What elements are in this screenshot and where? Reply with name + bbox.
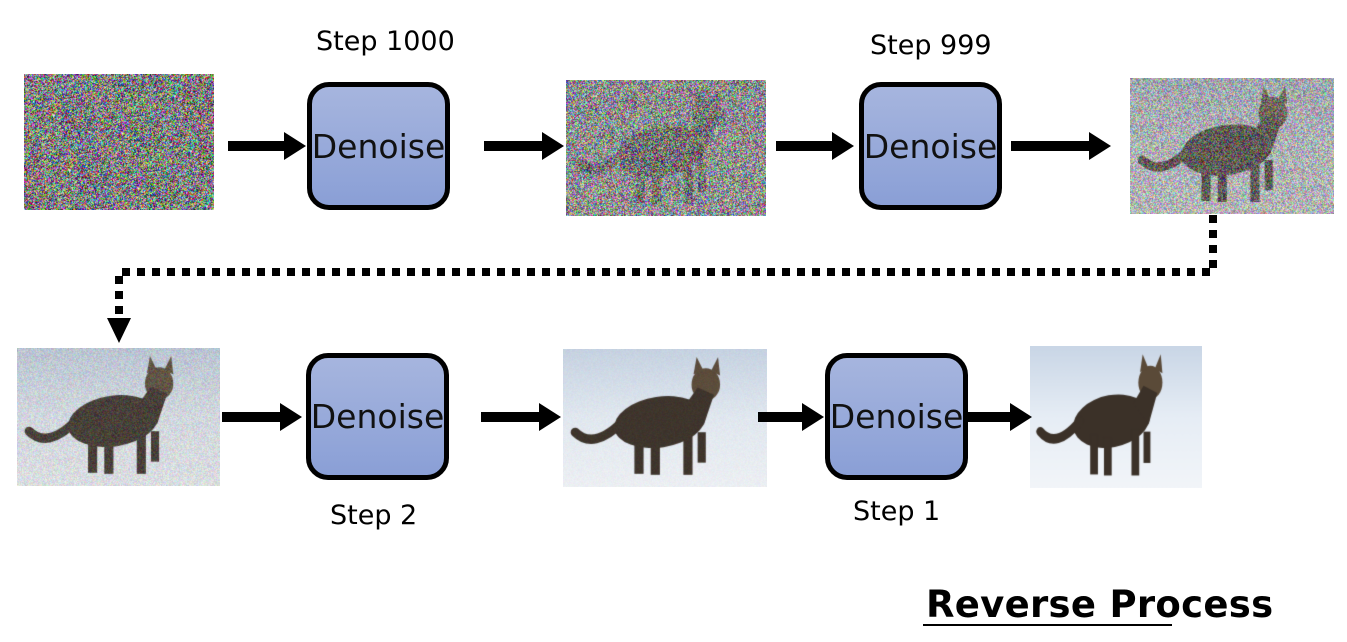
arrow-right [228,132,306,160]
image-slightly-noisy-cat [17,348,220,486]
denoise-label: Denoise [829,397,964,436]
dotted-connector-path [115,215,1217,320]
arrow-right [966,403,1032,431]
denoise-block-step-1: Denoise [825,353,968,480]
arrow-right [484,132,564,160]
denoise-label: Denoise [863,126,998,166]
image-pure-noise [24,74,214,210]
step-label-1000: Step 1000 [316,26,455,57]
connector-arrowhead [107,318,131,343]
step-label-1: Step 1 [853,496,941,527]
arrow-right [758,403,824,431]
denoise-block-step-1000: Denoise [307,82,450,210]
arrow-right [481,403,561,431]
image-noisy-cat-silhouette [566,80,766,216]
image-noisy-cat-outline [1130,78,1334,214]
step-label-999: Step 999 [870,30,992,61]
arrow-right [776,132,856,160]
diagram-title: Reverse Process [926,583,1274,626]
arrow-right [222,403,302,431]
arrow-right [1011,132,1111,160]
denoise-label: Denoise [310,397,445,436]
title-underline [923,624,1172,626]
image-nearly-clean-cat [563,349,767,487]
denoise-label: Denoise [311,126,446,166]
denoise-block-step-999: Denoise [859,82,1002,210]
step-label-2: Step 2 [330,500,418,531]
image-clean-cat [1030,346,1202,488]
